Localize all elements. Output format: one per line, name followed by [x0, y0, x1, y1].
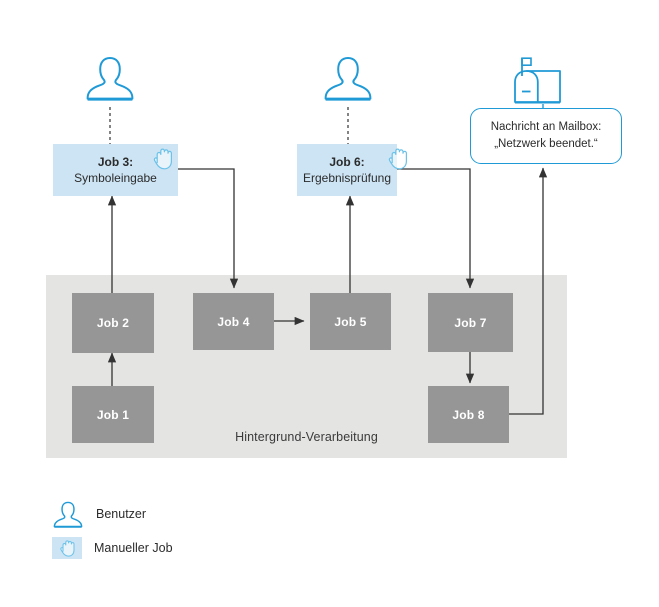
- connector-job8-mailbox: [509, 167, 548, 415]
- hand-icon: [153, 148, 172, 170]
- connector-job6-job7: [397, 168, 475, 289]
- mailbox-callout: Nachricht an Mailbox: „Netzwerk beendet.…: [470, 108, 622, 164]
- legend-label-manual-job: Manueller Job: [94, 541, 173, 555]
- background-job-job-4[interactable]: Job 4: [193, 293, 274, 350]
- background-job-job-7[interactable]: Job 7: [428, 293, 513, 352]
- background-job-job-5[interactable]: Job 5: [310, 293, 391, 350]
- background-job-job-2[interactable]: Job 2: [72, 293, 154, 353]
- manual-job-job-3[interactable]: Job 3: Symboleingabe: [53, 144, 178, 196]
- actor-user-1: [84, 54, 136, 107]
- mailbox-icon-wrap: [503, 56, 583, 106]
- hand-icon: [59, 539, 74, 557]
- legend-item-manual-job: Manueller Job: [52, 537, 173, 559]
- legend-label-user: Benutzer: [96, 507, 147, 521]
- mailbox-icon: [514, 57, 561, 104]
- background-job-job-1[interactable]: Job 1: [72, 386, 154, 443]
- background-job-job-8[interactable]: Job 8: [428, 386, 509, 443]
- user-icon: [53, 501, 83, 528]
- actor-user-2: [322, 54, 374, 107]
- manual-job-job-6-title: Job 6:: [329, 154, 365, 169]
- hand-icon: [388, 148, 407, 170]
- manual-job-job-6[interactable]: Job 6: Ergebnisprüfung: [297, 144, 407, 196]
- background-processing-label: Hintergrund-Verarbeitung: [235, 430, 378, 444]
- user-icon: [86, 57, 134, 101]
- connector-job3-job4: [178, 168, 239, 289]
- mailbox-callout-line-2: „Netzwerk beendet.“: [494, 138, 598, 150]
- legend-item-user: Benutzer: [52, 500, 146, 528]
- mailbox-callout-line-1: Nachricht an Mailbox:: [490, 120, 602, 133]
- manual-job-job-3-subtitle: Symboleingabe: [74, 171, 157, 185]
- manual-job-job-3-title: Job 3:: [97, 154, 134, 169]
- user-icon: [324, 57, 372, 101]
- manual-job-swatch: [52, 537, 82, 559]
- manual-job-job-6-subtitle: Ergebnisprüfung: [302, 171, 392, 185]
